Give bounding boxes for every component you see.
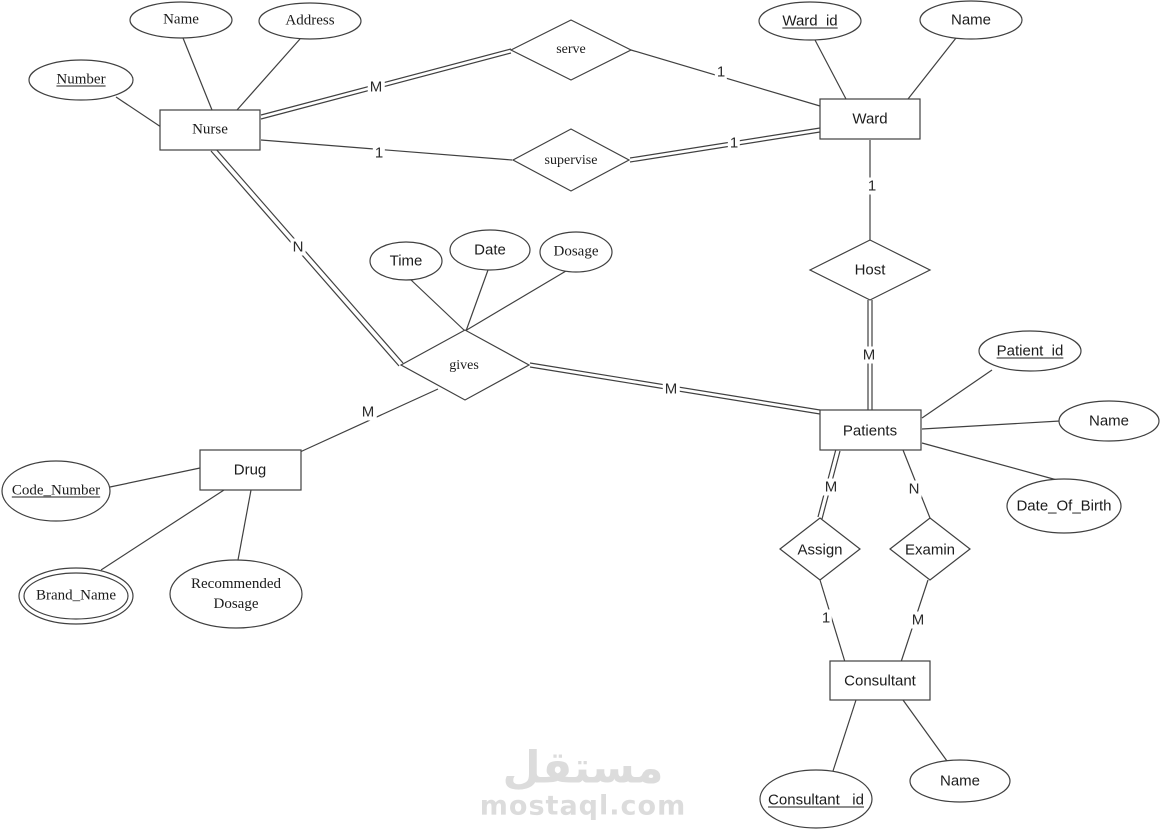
edge-drug-gives — [299, 388, 439, 453]
edge-name-nurse — [182, 37, 213, 111]
attribute-patient-id-shape[interactable] — [978, 330, 1082, 372]
edge-name-patients — [921, 420, 1061, 430]
cardinality-host-patients: M — [860, 346, 878, 364]
entity-consultant-shape[interactable] — [829, 660, 931, 701]
edge-consultantid-consultant — [832, 699, 857, 772]
edge-nurse-gives-double — [210, 147, 404, 367]
edge-supervise-ward-double — [629, 127, 821, 163]
attribute-dosage-label: Dosage — [553, 243, 599, 260]
attribute-nurse-name-shape[interactable] — [129, 1, 233, 39]
attribute-ward-id-label: Ward_id — [782, 12, 838, 30]
edge-address-nurse — [236, 38, 301, 111]
edge-date-gives — [465, 269, 489, 332]
attribute-consultant-name-label: Name — [939, 772, 981, 790]
relationship-host-shape[interactable] — [808, 239, 932, 301]
edge-patientid-patients — [921, 369, 993, 419]
entity-drug-shape[interactable] — [199, 449, 302, 491]
entity-nurse-label: Nurse — [192, 121, 228, 138]
edge-assign-consultant — [819, 579, 846, 663]
attribute-date-of-birth-shape[interactable] — [1006, 478, 1122, 534]
cardinality-nurse-serve: M — [367, 78, 385, 96]
entity-consultant-label: Consultant — [844, 672, 916, 690]
cardinality-patients-examin: N — [906, 480, 922, 498]
edge-number-nurse — [115, 96, 162, 128]
attribute-nurse-name-label: Name — [163, 11, 199, 28]
relationship-assign-label: Assign — [797, 541, 843, 559]
edge-dosage-gives — [464, 270, 567, 332]
edge-nurse-supervise — [260, 139, 513, 161]
relationship-serve-shape[interactable] — [509, 19, 633, 81]
cardinality-drug-gives: M — [359, 403, 377, 421]
entity-ward-shape[interactable] — [819, 98, 921, 140]
cardinality-examin-consultant: M — [909, 611, 927, 629]
edge-brandname-drug — [100, 489, 225, 571]
attribute-code-number-shape[interactable] — [1, 460, 111, 522]
watermark-logo: مستقل — [502, 742, 664, 794]
edge-wardid-ward — [814, 39, 847, 100]
cardinality-serve-ward: 1 — [714, 63, 728, 81]
attribute-code-number-label: Code_Number — [11, 482, 101, 499]
attribute-address-label: Address — [285, 12, 335, 29]
attribute-number-label: Number — [56, 71, 106, 88]
cardinality-nurse-gives: N — [290, 238, 306, 256]
attribute-time-shape[interactable] — [369, 241, 443, 281]
relationship-assign-shape[interactable] — [779, 517, 861, 581]
attribute-ward-name-shape[interactable] — [919, 0, 1023, 40]
attribute-recommended-dosage-shape[interactable] — [169, 559, 303, 629]
entity-nurse-shape[interactable] — [159, 109, 261, 151]
relationship-supervise-shape[interactable] — [511, 128, 631, 192]
relationship-gives-label: gives — [449, 358, 479, 373]
cardinality-ward-host: 1 — [865, 177, 879, 195]
attribute-brand-name-label: Brand_Name — [36, 587, 116, 604]
attribute-consultant-name-shape[interactable] — [909, 759, 1011, 803]
attribute-patient-id-label: Patient_id — [996, 342, 1064, 360]
attribute-time-label: Time — [389, 252, 423, 270]
attribute-date-shape[interactable] — [449, 229, 531, 271]
attribute-brand-name-inner-shape — [23, 572, 129, 620]
attribute-ward-id-shape[interactable] — [758, 1, 862, 41]
attribute-date-label: Date — [474, 241, 506, 259]
watermark-site-text: mostaql.com — [479, 790, 687, 822]
entity-patients-label: Patients — [842, 422, 898, 440]
entity-ward-label: Ward — [852, 110, 888, 128]
attribute-number-shape[interactable] — [28, 59, 134, 101]
entity-drug-label: Drug — [233, 461, 267, 479]
relationship-serve-label: serve — [556, 42, 586, 57]
edge-codenumber-drug — [109, 467, 201, 488]
cardinality-patients-assign: M — [822, 478, 840, 496]
cardinality-assign-consultant: 1 — [819, 609, 833, 627]
attribute-dosage-shape[interactable] — [539, 231, 613, 273]
relationship-gives-shape[interactable] — [399, 329, 531, 401]
attribute-ward-name-label: Name — [950, 11, 992, 29]
cardinality-nurse-supervise: 1 — [372, 144, 386, 162]
relationship-supervise-label: supervise — [544, 153, 598, 168]
relationship-host-label: Host — [854, 261, 886, 279]
attribute-recommended-dosage-label: Recommended Dosage — [191, 575, 281, 612]
attribute-patients-name-shape[interactable] — [1058, 400, 1160, 442]
edge-name-ward — [907, 37, 957, 100]
entity-patients-shape[interactable] — [819, 409, 922, 451]
edge-name-consultant — [902, 699, 948, 762]
attribute-date-of-birth-label: Date_Of_Birth — [1016, 497, 1112, 515]
edge-dob-patients — [921, 442, 1058, 481]
attribute-address-shape[interactable] — [258, 2, 362, 40]
relationship-examin-shape[interactable] — [889, 517, 971, 581]
cardinality-gives-patients: M — [662, 380, 680, 398]
relationship-examin-label: Examin — [904, 541, 956, 559]
attribute-consultant-id-shape[interactable] — [759, 769, 873, 829]
cardinality-supervise-ward: 1 — [727, 134, 741, 152]
attribute-patients-name-label: Name — [1088, 412, 1130, 430]
edge-recdosage-drug — [237, 489, 252, 561]
edge-time-gives — [409, 278, 466, 332]
edge-nurse-serve-double — [260, 48, 512, 120]
attribute-consultant-id-label: Consultant _id — [768, 791, 864, 809]
